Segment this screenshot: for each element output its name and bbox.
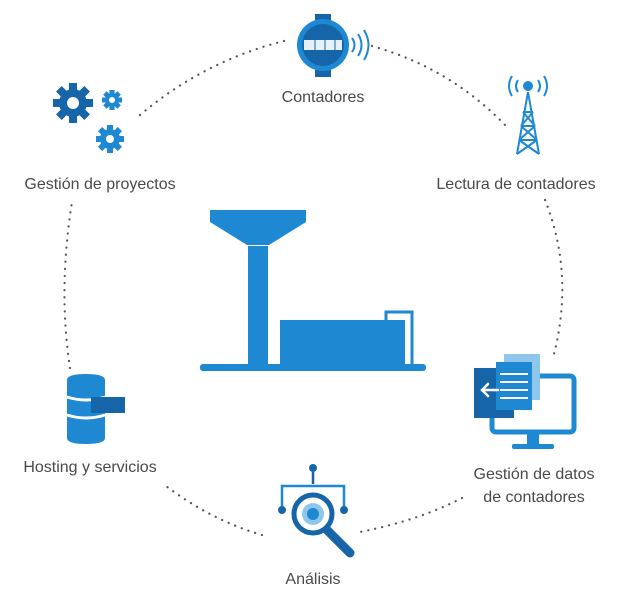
node-label-analisis: Análisis (285, 571, 341, 588)
dotted-connectors (63, 38, 564, 537)
node-label-lectura: Lectura de contadores (436, 176, 596, 193)
water-meter-icon (297, 14, 370, 77)
connector-datos-analisis (358, 496, 464, 534)
connector-hosting-proyectos (63, 200, 74, 370)
monitor-data-icon (474, 354, 577, 449)
water-plant-icon (200, 210, 426, 371)
node-label-gestion-datos-line2: de contadores (483, 489, 585, 506)
connector-lectura-datos (543, 198, 564, 360)
node-label-hosting: Hosting y servicios (23, 459, 157, 476)
gears-icon (53, 83, 124, 153)
connector-analisis-hosting (160, 481, 264, 537)
database-server-icon (66, 374, 125, 444)
node-label-contadores: Contadores (281, 89, 365, 106)
node-label-proyectos: Gestión de proyectos (24, 176, 176, 193)
radio-tower-icon (508, 75, 548, 155)
node-label-gestion-datos-line1: Gestión de datos (473, 466, 595, 483)
connector-contadores-lectura (370, 44, 507, 127)
magnifier-analysis-icon (278, 464, 355, 558)
